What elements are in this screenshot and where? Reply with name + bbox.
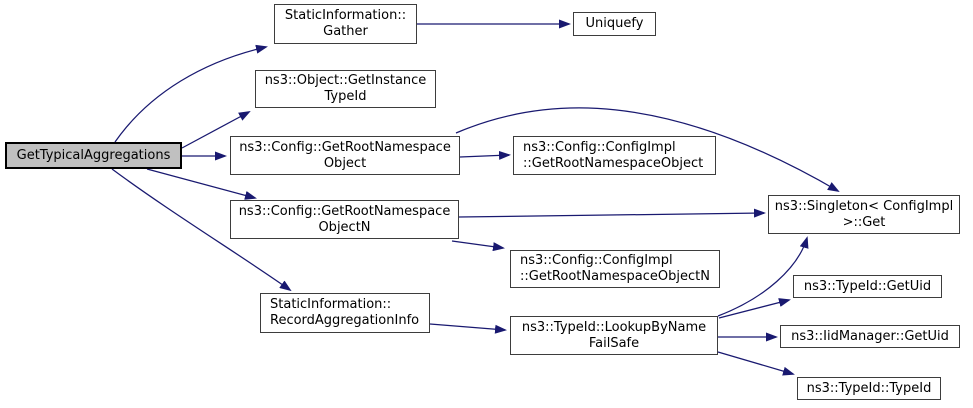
edge-main-record [111,168,292,292]
node-getinstance[interactable]: ns3::Object::GetInstance TypeId [255,70,436,108]
node-typeid_typeid[interactable]: ns3::TypeId::TypeId [797,377,941,400]
node-cfgimpl_getrootN[interactable]: ns3::Config::ConfigImpl ::GetRootNamespa… [510,250,720,288]
node-main: GetTypicalAggregations [5,142,182,169]
node-gather[interactable]: StaticInformation:: Gather [274,4,417,44]
edge-record-lookup [429,323,507,334]
edge-main-getinstance [181,111,251,149]
edge-lookup-singleton [717,236,809,317]
edge-lookup-typeid_getuid [718,298,791,319]
edge-main-getrootN [146,168,257,200]
node-uniquefy[interactable]: Uniquefy [573,12,656,36]
node-iid_getuid[interactable]: ns3::IidManager::GetUid [780,325,960,348]
edge-lookup-typeid_typeid [717,351,795,376]
node-getroot[interactable]: ns3::Config::GetRootNamespace Object [230,136,460,175]
edge-getrootN-cfgimpl_getrootN [451,240,505,252]
edge-main-gather [114,44,268,143]
edge-getrootN-singleton [458,208,766,218]
node-lookup[interactable]: ns3::TypeId::LookupByName FailSafe [510,316,718,355]
node-typeid_getuid[interactable]: ns3::TypeId::GetUid [793,275,942,298]
edge-getroot-singleton [455,107,840,193]
node-getrootN[interactable]: ns3::Config::GetRootNamespace ObjectN [230,200,459,239]
edge-getroot-cfgimpl_getroot [459,150,511,160]
node-singleton[interactable]: ns3::Singleton< ConfigImpl >::Get [768,195,960,234]
node-cfgimpl_getroot[interactable]: ns3::Config::ConfigImpl ::GetRootNamespa… [513,136,716,175]
node-record[interactable]: StaticInformation:: RecordAggregationInf… [260,293,430,333]
